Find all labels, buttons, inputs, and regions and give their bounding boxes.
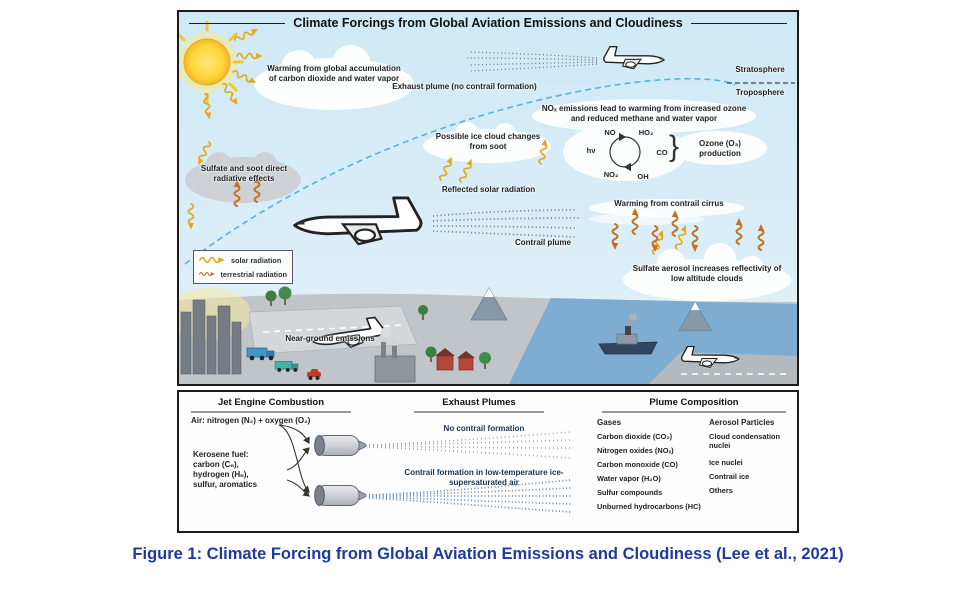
exhaust-plume-dots [466, 51, 598, 72]
label-sulfate-aerosol: Sulfate aerosol increases reflectivity o… [632, 264, 782, 283]
label-nox-warming: NOₓ emissions lead to warming from incre… [541, 104, 747, 123]
label-possible-ice: Possible ice cloud changes from soot [435, 132, 541, 151]
main-panel-diagram: Climate Forcings from Global Aviation Em… [177, 10, 799, 386]
plume-no-contrail [368, 431, 572, 459]
label-chem-oh: OH [637, 172, 649, 181]
diagram-title-bar: Climate Forcings from Global Aviation Em… [189, 16, 788, 30]
label-warming-global: Warming from global accumulation of carb… [267, 64, 401, 83]
label-chem-ho2: HO₂ [638, 128, 654, 137]
title-rule-left [189, 22, 286, 24]
label-kerosene-fuel: Kerosene fuel: carbon (Cₙ), hydrogen (Hₙ… [193, 450, 258, 489]
car-icon [307, 369, 321, 380]
label-stratosphere: Stratosphere [735, 65, 785, 74]
jet-engine-top [314, 435, 367, 456]
legend-terrestrial-label: terrestrial radiation [220, 269, 287, 279]
label-chem-no2: NO₂ [603, 170, 619, 179]
jet-engine-bottom [314, 485, 367, 506]
contrail-plume-dots [432, 209, 580, 238]
gas-item: Water vapor (H₂O) [597, 474, 661, 483]
label-exhaust-plume: Exhaust plume (no contrail formation) [392, 82, 537, 91]
aerosol-item: Ice nuclei [709, 458, 743, 467]
legend-solar-label: solar radiation [231, 255, 282, 265]
combustion-artwork [191, 411, 786, 513]
label-troposphere: Troposphere [735, 88, 785, 97]
aerosol-item: Contrail ice [709, 472, 750, 481]
legend-row-terrestrial: terrestrial radiation [199, 269, 287, 279]
aerosol-header: Aerosol Particles [709, 418, 775, 427]
label-no-contrail: No contrail formation [443, 424, 525, 433]
gas-item: Carbon dioxide (CO₂) [597, 432, 673, 441]
column-header-plumes: Exhaust Plumes [442, 397, 516, 408]
trees [265, 286, 491, 369]
nox-cycle-arrows [609, 132, 641, 172]
feed-arrows [278, 424, 310, 497]
label-near-ground: Near-ground emissions [285, 334, 375, 343]
ozone-brace: } [669, 130, 680, 163]
tropopause-dashed-line [184, 77, 736, 265]
column-header-combustion: Jet Engine Combustion [217, 397, 325, 408]
cloud-possible-ice [423, 122, 551, 163]
truck [246, 347, 275, 361]
cloud-sulfate-aerosol [623, 243, 791, 301]
cloud-sulfate-soot-gray [185, 152, 301, 203]
houses [435, 348, 475, 371]
gas-item: Unburned hydrocarbons (HC) [597, 502, 701, 511]
figure-caption: Figure 1: Climate Forcing from Global Av… [132, 545, 844, 563]
city-skyline [179, 288, 251, 375]
diagram-title: Climate Forcings from Global Aviation Em… [293, 16, 683, 30]
gases-header: Gases [597, 418, 622, 427]
gas-item: Sulfur compounds [597, 488, 663, 497]
mountain [470, 287, 508, 321]
figure-climate-forcings: Climate Forcings from Global Aviation Em… [177, 10, 799, 533]
aerosol-item: Cloud condensation nuclei [709, 432, 781, 450]
label-contrail-plume: Contrail plume [514, 238, 571, 247]
ship-icon [598, 313, 658, 355]
cloud-nox [532, 99, 767, 181]
title-rule-right [690, 22, 788, 24]
truck-small [274, 361, 299, 372]
aerosol-item: Others [709, 486, 733, 495]
legend-row-solar: solar radiation [199, 255, 287, 265]
airplane-contrail-large [293, 196, 423, 246]
label-chem-hv: hν [586, 146, 596, 155]
sun-icon [179, 20, 244, 104]
label-contrail-formation: Contrail formation in low-temperature ic… [404, 468, 564, 487]
scene-artwork [179, 20, 797, 384]
combustion-panel: Jet Engine Combustion Exhaust Plumes Plu… [177, 390, 799, 533]
label-sulfate-soot: Sulfate and soot direct radiative effect… [200, 164, 288, 183]
gas-item: Carbon monoxide (CO) [597, 460, 678, 469]
label-ozone-production: Ozone (O₃) production [699, 139, 741, 158]
label-warming-contrail: Warming from contrail cirrus [614, 199, 724, 208]
label-reflected-solar: Reflected solar radiation [441, 185, 536, 194]
label-chem-no: NO [604, 128, 616, 137]
column-header-composition: Plume Composition [649, 397, 739, 408]
gas-item: Nitrogen oxides (NOₓ) [597, 446, 674, 455]
airplane-top-right [603, 46, 665, 70]
radiation-legend: solar radiation terrestrial radiation [193, 250, 293, 284]
terrestrial-radiation-icon [199, 271, 216, 277]
mountain-right [678, 301, 713, 332]
cloud-warming-global [254, 45, 414, 110]
label-chem-co: CO [656, 148, 668, 157]
label-air: Air: nitrogen (N₂) + oxygen (O₂) [191, 416, 311, 425]
solar-radiation-icon [199, 256, 226, 264]
factory [374, 327, 416, 383]
